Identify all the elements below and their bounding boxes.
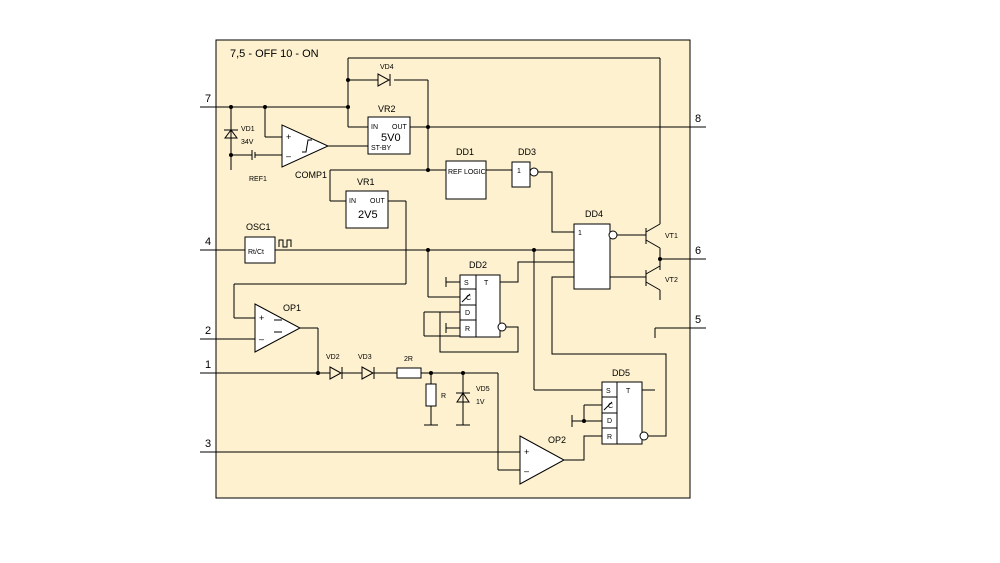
pin-label-3: 3 [205, 438, 211, 450]
dd2-t: T [484, 280, 489, 287]
vd1-zener [224, 105, 282, 170]
dd2-s: S [464, 280, 469, 287]
dd3-inverter [511, 161, 574, 233]
pin-label-6: 6 [695, 245, 701, 257]
vr2-in: IN [371, 124, 378, 131]
vd5-value: 1V [476, 399, 485, 406]
ref1-label: REF1 [249, 176, 267, 183]
osc1-label: OSC1 [246, 222, 271, 232]
comp1-comparator: + – [263, 105, 368, 168]
osc1-text: Rt/Ct [248, 249, 264, 256]
dd1-text: REF LOGIC [448, 169, 486, 176]
resistor-r-label: R [441, 393, 446, 400]
dd2-label: DD2 [469, 260, 487, 270]
vd2-diode [329, 366, 362, 380]
dd1-block [445, 160, 512, 200]
dd5-flipflop [532, 248, 667, 445]
svg-text:–: – [524, 466, 529, 476]
vd1-value: 34V [241, 139, 254, 146]
dd5-c: C [608, 403, 613, 410]
dd2-c: C [466, 295, 471, 302]
dd5-r: R [607, 434, 612, 441]
vr2-standby: ST-BY [371, 145, 392, 152]
pin-label-1: 1 [205, 359, 211, 371]
svg-text:+: + [524, 447, 529, 457]
dd2-d: D [465, 310, 470, 317]
vd5-zener [456, 373, 470, 426]
vr2-regulator [346, 57, 660, 170]
dd4-label: DD4 [585, 209, 603, 219]
dd3-text: 1 [517, 168, 521, 175]
svg-text:+: + [259, 313, 264, 323]
dd2-flipflop [423, 250, 574, 353]
op1-amplifier: + – [254, 303, 320, 375]
dd2-r: R [465, 326, 470, 333]
dd4-text: 1 [578, 230, 582, 237]
svg-text:–: – [286, 151, 291, 161]
vt1-label: VT1 [665, 233, 678, 240]
vt2-transistor [645, 265, 661, 300]
vr2-out: OUT [392, 124, 408, 131]
dd3-label: DD3 [518, 147, 536, 157]
vr1-regulator [233, 168, 512, 319]
pin-label-2: 2 [205, 325, 211, 337]
op2-label: OP2 [548, 435, 566, 445]
osc1-oscillator [244, 236, 574, 264]
comp1-label: COMP1 [295, 170, 327, 180]
pin-label-8: 8 [695, 113, 701, 125]
vr1-label: VR1 [357, 177, 375, 187]
dd4-gate [573, 223, 646, 290]
vr1-out: OUT [370, 198, 386, 205]
resistor-2r [396, 367, 498, 379]
vr1-value: 2V5 [358, 209, 378, 221]
vr2-value: 5V0 [381, 132, 401, 144]
vr2-label: VR2 [378, 104, 396, 114]
vd3-diode [361, 366, 397, 380]
dd5-t: T [626, 388, 631, 395]
vd3-label: VD3 [358, 354, 372, 361]
header-note: 7,5 - OFF 10 - ON [230, 48, 319, 60]
resistor-2r-label: 2R [404, 356, 413, 363]
vr1-in: IN [349, 198, 356, 205]
dd5-s: S [606, 388, 611, 395]
op2-amplifier: + – [497, 373, 602, 485]
pin-label-4: 4 [205, 236, 211, 248]
vt1-transistor [645, 58, 662, 270]
op1-label: OP1 [283, 303, 301, 313]
vd4-diode [377, 73, 391, 87]
vd5-label: VD5 [476, 386, 490, 393]
vd1-label: VD1 [241, 126, 255, 133]
pin-label-5: 5 [695, 314, 701, 326]
svg-text:–: – [259, 334, 264, 344]
vt2-label: VT2 [665, 277, 678, 284]
pin-label-7: 7 [205, 93, 211, 105]
vd2-label: VD2 [326, 354, 340, 361]
vd4-label: VD4 [380, 64, 394, 71]
dd5-d: D [607, 418, 612, 425]
resistor-r [424, 373, 438, 426]
dd1-label: DD1 [456, 147, 474, 157]
dd5-label: DD5 [612, 368, 630, 378]
svg-text:+: + [286, 132, 291, 142]
